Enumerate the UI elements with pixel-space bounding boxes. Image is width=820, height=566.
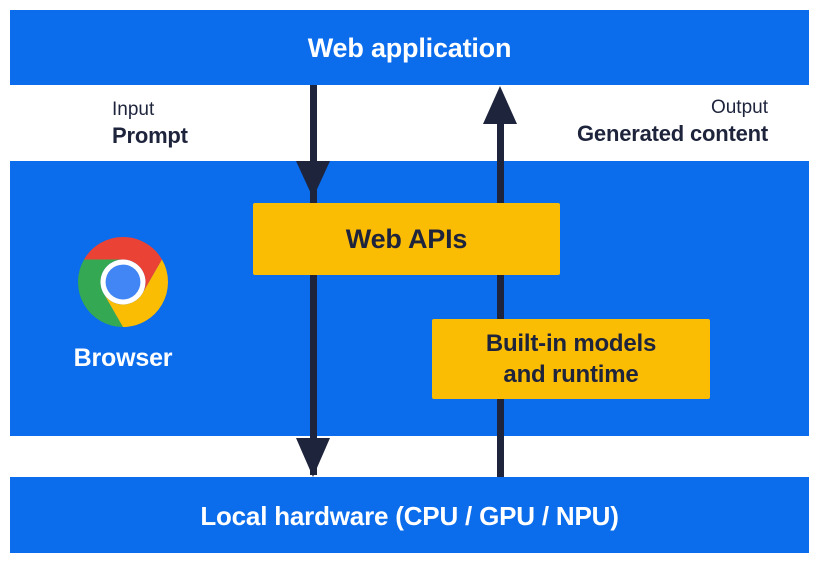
- builtin-models-label-line1: Built-in models: [485, 330, 657, 357]
- browser-label: Browser: [73, 344, 173, 372]
- input-value: Prompt: [112, 123, 188, 148]
- input-caption: Input: [112, 99, 155, 120]
- chrome-yellow-segment: [103, 259, 168, 327]
- web-application-label: Web application: [307, 33, 512, 63]
- chrome-blue-center: [105, 264, 141, 300]
- down-arrow-head-upper: [296, 161, 330, 198]
- input-annotation: Input Prompt: [112, 98, 188, 149]
- local-hardware-bar: Local hardware (CPU / GPU / NPU): [10, 477, 809, 553]
- builtin-models-box: Built-in models and runtime: [432, 319, 710, 399]
- down-arrow-head-lower: [296, 438, 330, 477]
- output-caption: Output: [710, 97, 768, 118]
- up-arrow-head: [483, 86, 517, 124]
- output-value: Generated content: [577, 121, 768, 146]
- web-apis-label: Web APIs: [345, 223, 468, 254]
- builtin-models-label-line2: and runtime: [503, 361, 639, 388]
- chrome-green-segment: [78, 259, 123, 327]
- local-hardware-label: Local hardware (CPU / GPU / NPU): [200, 501, 619, 531]
- chrome-logo-icon: [78, 237, 168, 327]
- chrome-red-segment: [84, 237, 162, 294]
- web-application-bar: Web application: [10, 10, 809, 85]
- down-arrow-shaft: [310, 85, 317, 475]
- output-annotation: Output Generated content: [577, 96, 768, 147]
- web-apis-box: Web APIs: [253, 203, 560, 275]
- up-arrow-shaft: [497, 122, 504, 477]
